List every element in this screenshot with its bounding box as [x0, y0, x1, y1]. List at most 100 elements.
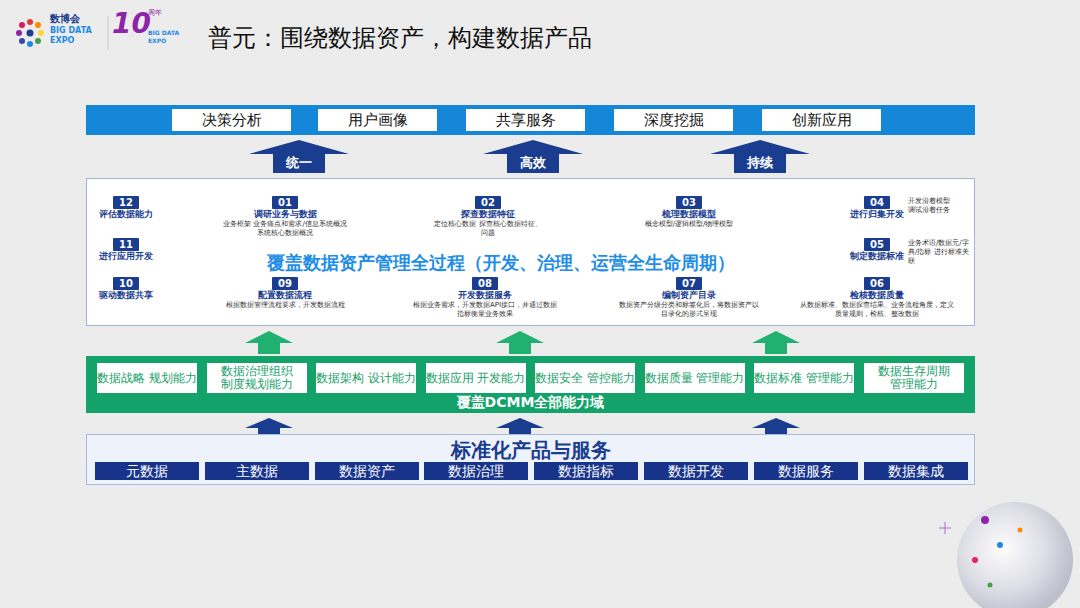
step-description: 根据业务需求，开发数据API接口，并通过数据指标衡量业务效果 [410, 301, 560, 319]
spark-line [939, 528, 951, 529]
step-name: 检核数据质量 [850, 290, 904, 301]
product-panel: 标准化产品与服务元数据主数据数据资产数据治理数据指标数据开发数据服务数据集成 [86, 434, 975, 485]
logo-dots [16, 19, 44, 47]
box-label: 创新应用 [792, 111, 852, 130]
process-step: 05制定数据标准业务术语/数据元/字典/指标 进行标准关联 [850, 238, 972, 266]
step-description: 定位核心数据 探查核心数据特征、问题 [432, 220, 544, 238]
up-arrow [245, 418, 293, 434]
process-step: 07编制资产目录数据资产分级分类和标签化后，将数据资产以目录化的形式呈现 [619, 277, 759, 319]
logo-text: 10 [112, 10, 151, 38]
process-step: 12评估数据能力 [99, 196, 153, 220]
arrow-outline [710, 140, 810, 173]
box-label: 用户画像 [348, 111, 408, 130]
sparkle [939, 522, 951, 534]
process-step: 06检核数据质量从数据标准、数据探查结果、业务流程角度，定义质量规则，检核、整改… [797, 277, 957, 319]
step-name: 驱动数据共享 [99, 290, 153, 301]
dot [19, 38, 25, 44]
step-number: 12 [113, 196, 139, 209]
dot [19, 22, 25, 28]
step-description: 业务框架 业务痛点和需求/信息系统概况 系统核心数据概况 [223, 220, 348, 238]
process-step: 02探查数据特征定位核心数据 探查核心数据特征、问题 [432, 196, 544, 238]
panel-heading: 标准化产品与服务 [87, 439, 974, 461]
step-head: 05制定数据标准 [850, 238, 904, 262]
capability-band: 覆盖DCMM全部能力域数据战略 规划能力数据治理组织 制度规划能力数据架构 设计… [86, 356, 975, 413]
dot [972, 557, 978, 563]
dot [981, 516, 989, 524]
capability-box: 数据架构 设计能力 [316, 363, 416, 393]
green-arrows [245, 331, 800, 354]
box-label: 数据质量 管理能力 [645, 372, 745, 385]
output-box: 用户画像 [318, 109, 437, 131]
panel-heading: 覆盖数据资产管理全过程（开发、治理、运营全生命周期） [87, 251, 974, 275]
dot [27, 41, 33, 47]
process-panel: 覆盖数据资产管理全过程（开发、治理、运营全生命周期） 12评估数据能力 01调研业务… [86, 178, 975, 326]
capability-box: 数据应用 开发能力 [426, 363, 526, 393]
dot [1018, 528, 1023, 533]
box-label: 数据资产 [339, 463, 395, 479]
product-box: 数据指标 [534, 462, 638, 480]
capability-box: 数据生存周期 管理能力 [864, 363, 964, 393]
logo-text: BIG DATA [148, 30, 179, 36]
step-description: 数据资产分级分类和标签化后，将数据资产以目录化的形式呈现 [619, 301, 759, 319]
product-box: 主数据 [205, 462, 309, 480]
step-head: 04进行归集开发 [850, 196, 904, 220]
step-name: 编制资产目录 [662, 290, 716, 301]
step-description: 概念模型/逻辑模型/物理模型 [645, 220, 734, 229]
logo-text: 数博会 [50, 14, 80, 24]
step-number: 01 [272, 196, 298, 209]
dot [38, 30, 44, 36]
box-label: 持续 [710, 140, 810, 172]
process-step: 01调研业务与数据业务框架 业务痛点和需求/信息系统概况 系统核心数据概况 [223, 196, 348, 238]
step-name: 制定数据标准 [850, 251, 904, 262]
box-label: 数据安全 管控能力 [535, 372, 635, 385]
box-label: 高效 [483, 140, 583, 172]
process-step: 03梳理数据模型概念模型/逻辑模型/物理模型 [645, 196, 734, 229]
output-box: 共享服务 [466, 109, 585, 131]
product-box: 元数据 [95, 462, 199, 480]
process-step: 10驱动数据共享 [99, 277, 153, 301]
step-name: 探查数据特征 [461, 209, 515, 220]
output-box: 深度挖掘 [614, 109, 733, 131]
step-name: 进行应用开发 [99, 251, 153, 262]
step-name: 进行归集开发 [850, 209, 904, 220]
box-label: 元数据 [126, 463, 168, 479]
box-label: 共享服务 [496, 111, 556, 130]
step-number: 09 [272, 277, 298, 290]
process-step: 09配置数据流程根据数据管理流程要求，开发数据流程 [226, 277, 345, 310]
logo-text: EXPO [50, 37, 74, 45]
dot [27, 19, 33, 25]
step-description: 开发沿着模型 调试沿着任务 [908, 197, 966, 215]
step-description: 从数据标准、数据探查结果、业务流程角度，定义质量规则，检核、整改数据 [797, 301, 957, 319]
up-arrow [496, 331, 544, 354]
box-label: 数据架构 设计能力 [316, 372, 416, 385]
box-label: 数据服务 [778, 463, 834, 479]
step-name: 开发数据服务 [458, 290, 512, 301]
output-box: 创新应用 [762, 109, 881, 131]
step-number: 07 [676, 277, 702, 290]
capability-box: 数据安全 管控能力 [535, 363, 635, 393]
top-band [86, 105, 975, 135]
step-number: 03 [676, 196, 702, 209]
logo-text: BIG DATA [50, 27, 92, 35]
step-description: 根据数据管理流程要求，开发数据流程 [226, 301, 345, 310]
logo-text: 周年 [148, 10, 162, 17]
step-number: 06 [864, 277, 890, 290]
up-arrow [496, 418, 544, 434]
output-box: 决策分析 [172, 109, 291, 131]
product-box: 数据治理 [424, 462, 528, 480]
box-label: 数据指标 [558, 463, 614, 479]
box-label: 决策分析 [202, 111, 262, 130]
box-label: 数据集成 [888, 463, 944, 479]
capability-box: 数据战略 规划能力 [97, 363, 197, 393]
sphere-dots [972, 516, 1023, 588]
capability-box: 数据质量 管理能力 [645, 363, 745, 393]
step-description: 业务术语/数据元/字典/指标 进行标准关联 [908, 239, 972, 266]
blue-arrows [245, 418, 800, 434]
box-label: 数据治理组织 制度规划能力 [207, 365, 307, 391]
dot [16, 30, 22, 36]
up-arrow: 持续 [710, 140, 810, 173]
step-name: 调研业务与数据 [254, 209, 317, 220]
dot [988, 583, 993, 588]
product-box: 数据资产 [315, 462, 419, 480]
